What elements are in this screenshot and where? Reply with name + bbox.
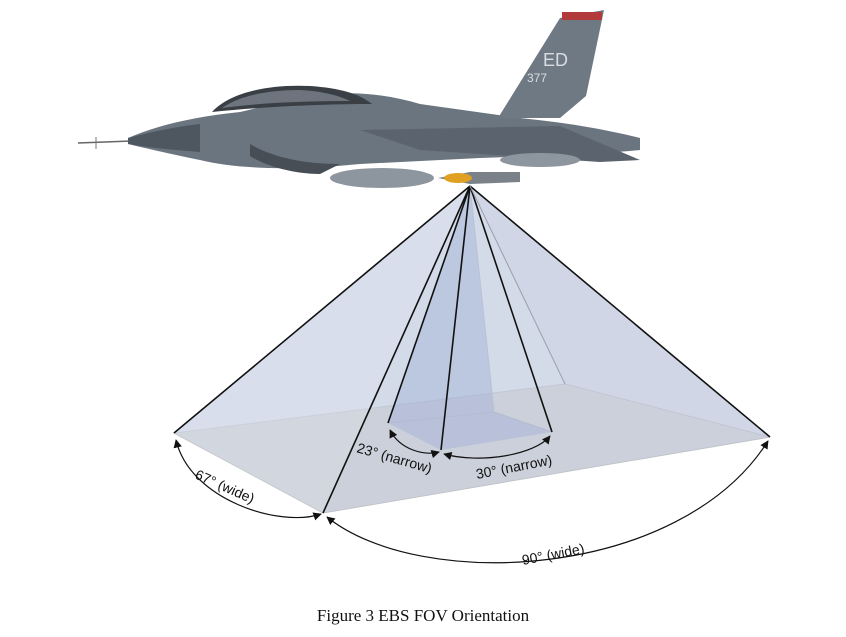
narrow-fov-volume [387, 185, 553, 450]
label-90-wide: 90° (wide) [521, 540, 586, 568]
figure-caption: Figure 3 EBS FOV Orientation [316, 606, 530, 625]
arc-67-wide [173, 439, 322, 521]
tail-number: 377 [527, 71, 547, 85]
f16-aircraft-image: ED 377 [77, 10, 640, 188]
arc-23-narrow [389, 429, 440, 459]
arc-90-wide [326, 440, 769, 564]
angle-arcs [173, 429, 769, 564]
arc-30-narrow [443, 435, 551, 461]
tail-code: ED [543, 50, 568, 70]
